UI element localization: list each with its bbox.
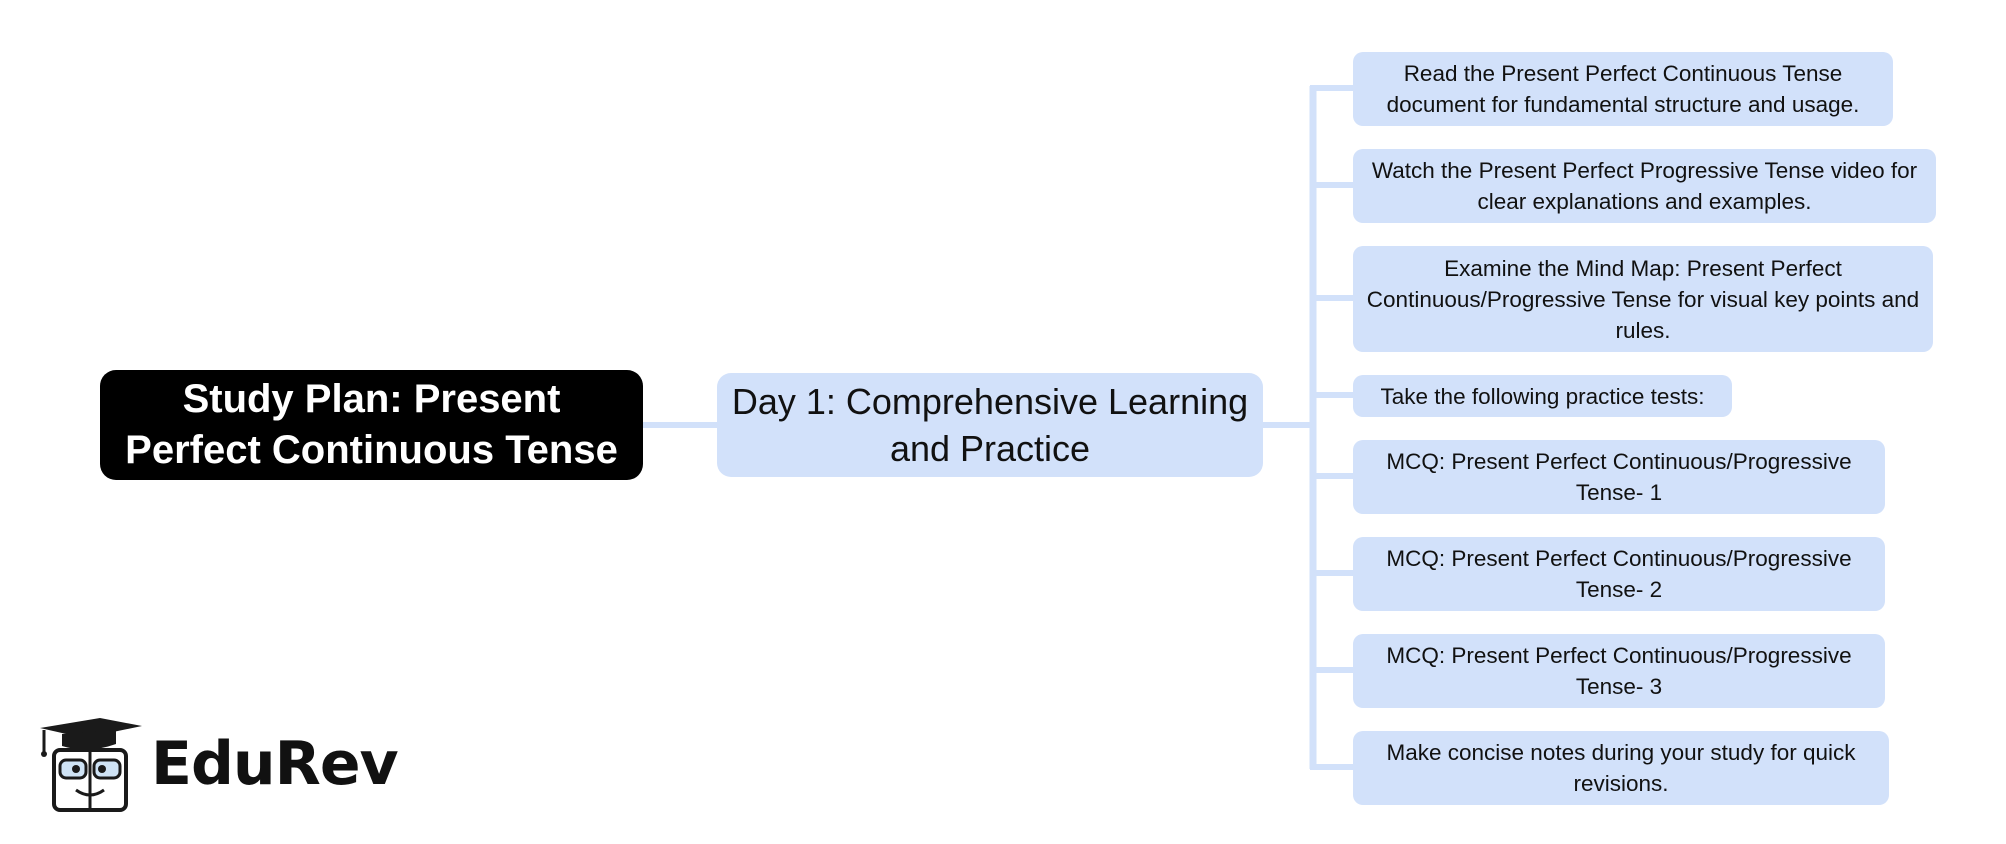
task-node-practice-tests: Take the following practice tests: xyxy=(1353,375,1732,417)
brand-name: EduRev xyxy=(151,729,399,799)
task-node-watch-video: Watch the Present Perfect Progressive Te… xyxy=(1353,149,1936,223)
task-node-make-notes: Make concise notes during your study for… xyxy=(1353,731,1889,805)
task-label: MCQ: Present Perfect Continuous/Progress… xyxy=(1386,546,1852,602)
task-label: MCQ: Present Perfect Continuous/Progress… xyxy=(1386,643,1852,699)
graduation-cap-mascot-icon xyxy=(40,718,142,812)
task-label: Take the following practice tests: xyxy=(1380,383,1705,409)
day-node: Day 1: Comprehensive Learning and Practi… xyxy=(717,373,1263,477)
task-label: Read the Present Perfect Continuous Tens… xyxy=(1386,61,1860,117)
edurev-logo: EduRev xyxy=(36,716,399,816)
task-node-examine-mind-map: Examine the Mind Map: Present Perfect Co… xyxy=(1353,246,1933,352)
task-node-mcq-2: MCQ: Present Perfect Continuous/Progress… xyxy=(1353,537,1885,611)
root-node-title: Study Plan: Present Perfect Continuous T… xyxy=(125,377,618,472)
task-label: MCQ: Present Perfect Continuous/Progress… xyxy=(1386,449,1852,505)
task-label: Watch the Present Perfect Progressive Te… xyxy=(1371,158,1918,214)
task-label: Examine the Mind Map: Present Perfect Co… xyxy=(1366,255,1920,343)
task-node-mcq-1: MCQ: Present Perfect Continuous/Progress… xyxy=(1353,440,1885,514)
root-node: Study Plan: Present Perfect Continuous T… xyxy=(100,370,643,480)
day-node-title: Day 1: Comprehensive Learning and Practi… xyxy=(731,381,1249,469)
task-label: Make concise notes during your study for… xyxy=(1386,740,1856,796)
task-node-mcq-3: MCQ: Present Perfect Continuous/Progress… xyxy=(1353,634,1885,708)
task-node-read-document: Read the Present Perfect Continuous Tens… xyxy=(1353,52,1893,126)
